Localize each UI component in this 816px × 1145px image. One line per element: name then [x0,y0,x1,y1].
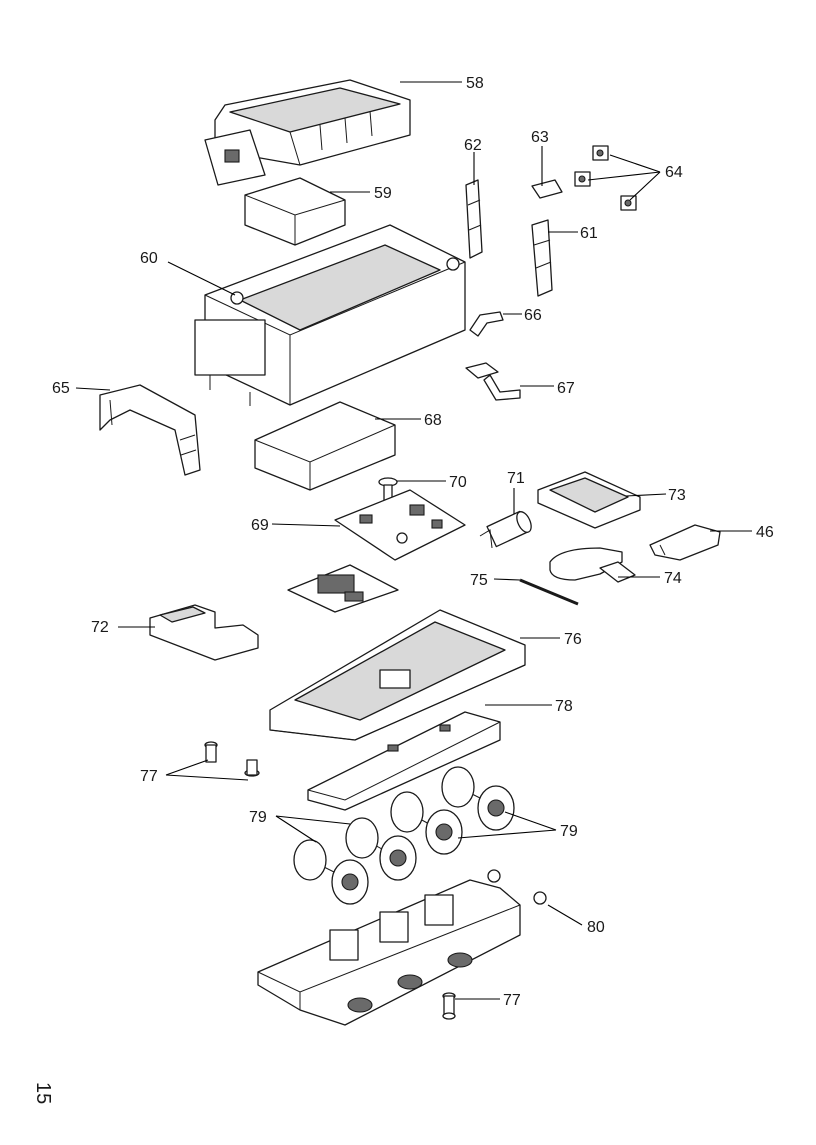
callout-78: 78 [555,698,573,715]
part-46-coupler [649,524,721,561]
part-59-weight [244,177,346,246]
part-64-nuts [574,145,637,211]
callout-76: 76 [564,631,582,648]
callout-65: 65 [52,380,70,397]
callout-74: 74 [664,570,682,587]
part-65-bracket [99,384,201,476]
part-75-rod [519,578,579,606]
part-72-cradle [149,604,259,661]
part-63-clip [531,179,563,199]
callout-66: 66 [524,307,542,324]
callout-79-right: 79 [560,823,578,840]
part-62-contact-strip [465,179,483,259]
callout-72: 72 [91,619,109,636]
callout-labels: 58 59 60 61 62 63 64 65 66 67 68 69 70 7… [52,75,774,1009]
callout-70: 70 [449,474,467,491]
callout-73: 73 [668,487,686,504]
callout-62: 62 [464,137,482,154]
part-73-tray [537,471,641,529]
part-76-upper-chassis [269,609,526,741]
part-71-motor [479,510,532,549]
part-66-wire-link [469,311,504,337]
callout-46: 46 [756,524,774,541]
part-67-wire-link [465,362,521,401]
callout-68: 68 [424,412,442,429]
callout-77-upper: 77 [140,768,158,785]
part-58-housing-cover [204,79,411,186]
callout-60: 60 [140,250,158,267]
page-number: 15 [32,1082,54,1105]
part-69-circuit-board [287,489,466,613]
callout-80: 80 [587,919,605,936]
part-61-contact-strip [531,219,553,297]
part-77-screw-lower [442,992,456,1020]
callout-61: 61 [580,225,598,242]
callout-71: 71 [507,470,525,487]
part-77-screws-upper [204,741,260,777]
callout-67: 67 [557,380,575,397]
callout-75: 75 [470,572,488,589]
part-78-lower-frame [307,711,501,811]
callout-64: 64 [665,164,683,181]
callout-79-left: 79 [249,809,267,826]
part-79-wheelsets [293,766,515,905]
callout-69: 69 [251,517,269,534]
leader-lines [75,81,752,1000]
callout-58: 58 [466,75,484,92]
callout-77-lower: 77 [503,992,521,1009]
callout-63: 63 [531,129,549,146]
callout-59: 59 [374,185,392,202]
part-60-main-frame [194,224,466,406]
part-80-bogie-frame [257,869,547,1026]
part-68-weight [254,401,396,491]
